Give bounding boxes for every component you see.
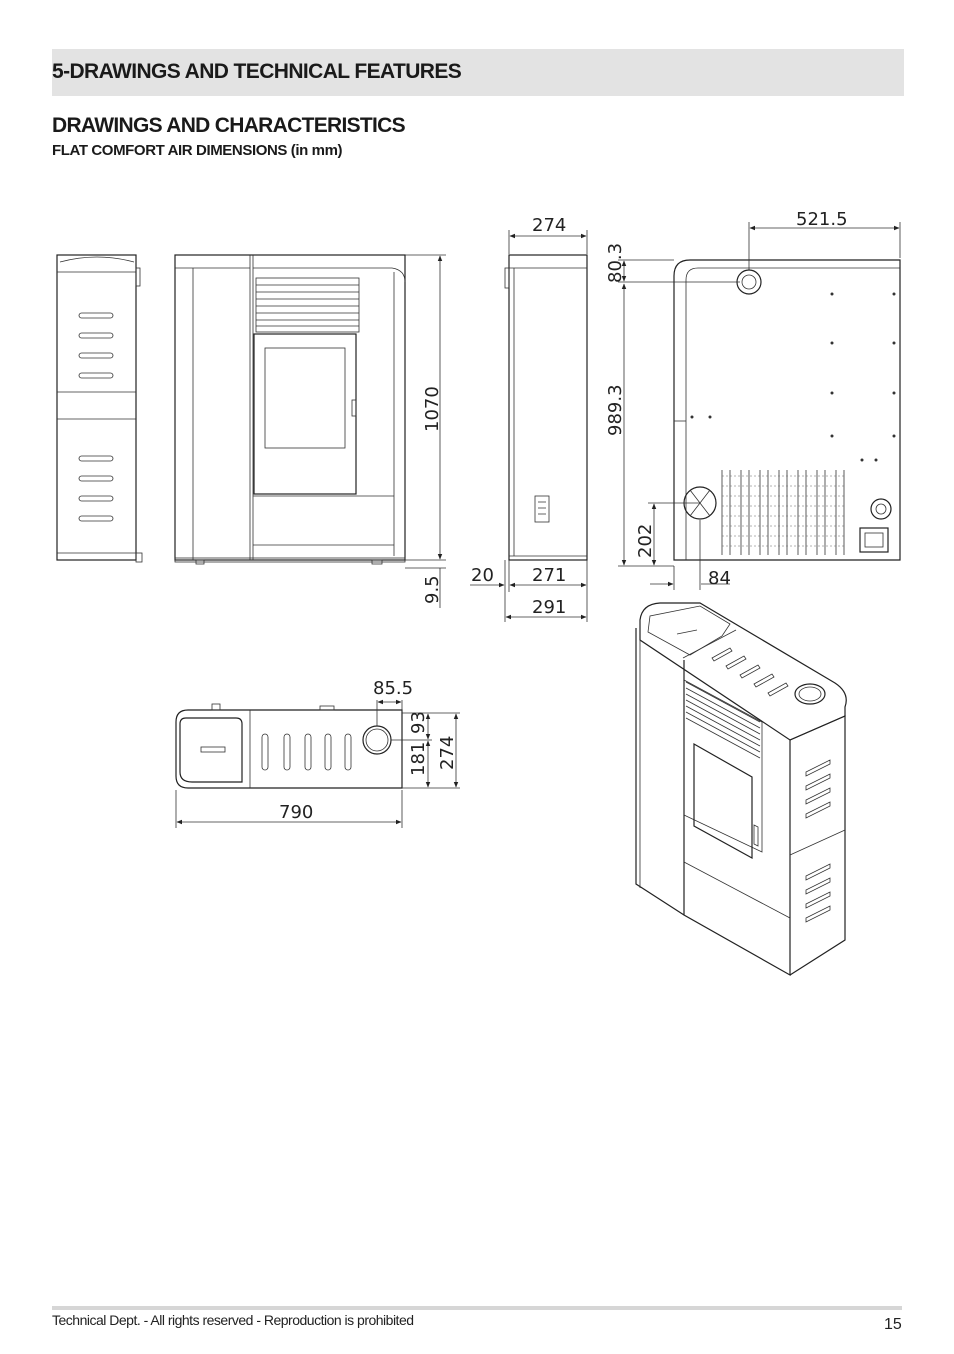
dim-top-flue-offset: 85.5 [373,678,413,699]
section-header-bar: 5-DRAWINGS AND TECHNICAL FEATURES [52,49,904,96]
dim-rear-flue-offset: 521.5 [796,209,848,230]
rear-dimensions: 521.5 80.3 989.3 202 84 [605,209,901,590]
side-view-left [56,254,143,563]
perspective-view [635,602,847,977]
dim-feet-height: 9.5 [422,575,443,604]
dim-top-depth: 274 [437,736,458,770]
dim-side-top-depth: 274 [532,215,566,236]
dim-rear-air-offset: 84 [708,568,731,589]
page-subheading: FLAT COMFORT AIR DIMENSIONS (in mm) [52,142,343,159]
dim-rear-air-height: 202 [635,524,656,558]
dim-front-height: 1070 [422,386,443,432]
dim-rear-flue-height: 989.3 [605,384,626,436]
dim-side-total-depth: 291 [532,597,566,618]
rear-view [673,259,901,561]
footer-rule [52,1306,902,1310]
dim-side-depth: 271 [532,565,566,586]
top-view [175,703,403,789]
top-dimensions: 85.5 93 181 274 790 [175,678,460,828]
dim-rear-flue-top: 80.3 [605,243,626,283]
section-title: 5-DRAWINGS AND TECHNICAL FEATURES [52,60,462,83]
page-heading: DRAWINGS AND CHARACTERISTICS [52,114,406,137]
front-height-dimension: 1070 9.5 [405,254,446,608]
page-number: 15 [884,1316,902,1333]
dim-top-flue-center: 181 [408,742,429,776]
dim-top-flue-depth: 93 [408,711,429,734]
dim-top-width: 790 [279,802,313,823]
front-view [174,254,406,565]
footer-text: Technical Dept. - All rights reserved - … [52,1312,414,1328]
dim-side-offset: 20 [471,565,494,586]
side-depth-dimensions: 274 20 271 291 [470,215,588,622]
side-view-depth [504,254,588,561]
